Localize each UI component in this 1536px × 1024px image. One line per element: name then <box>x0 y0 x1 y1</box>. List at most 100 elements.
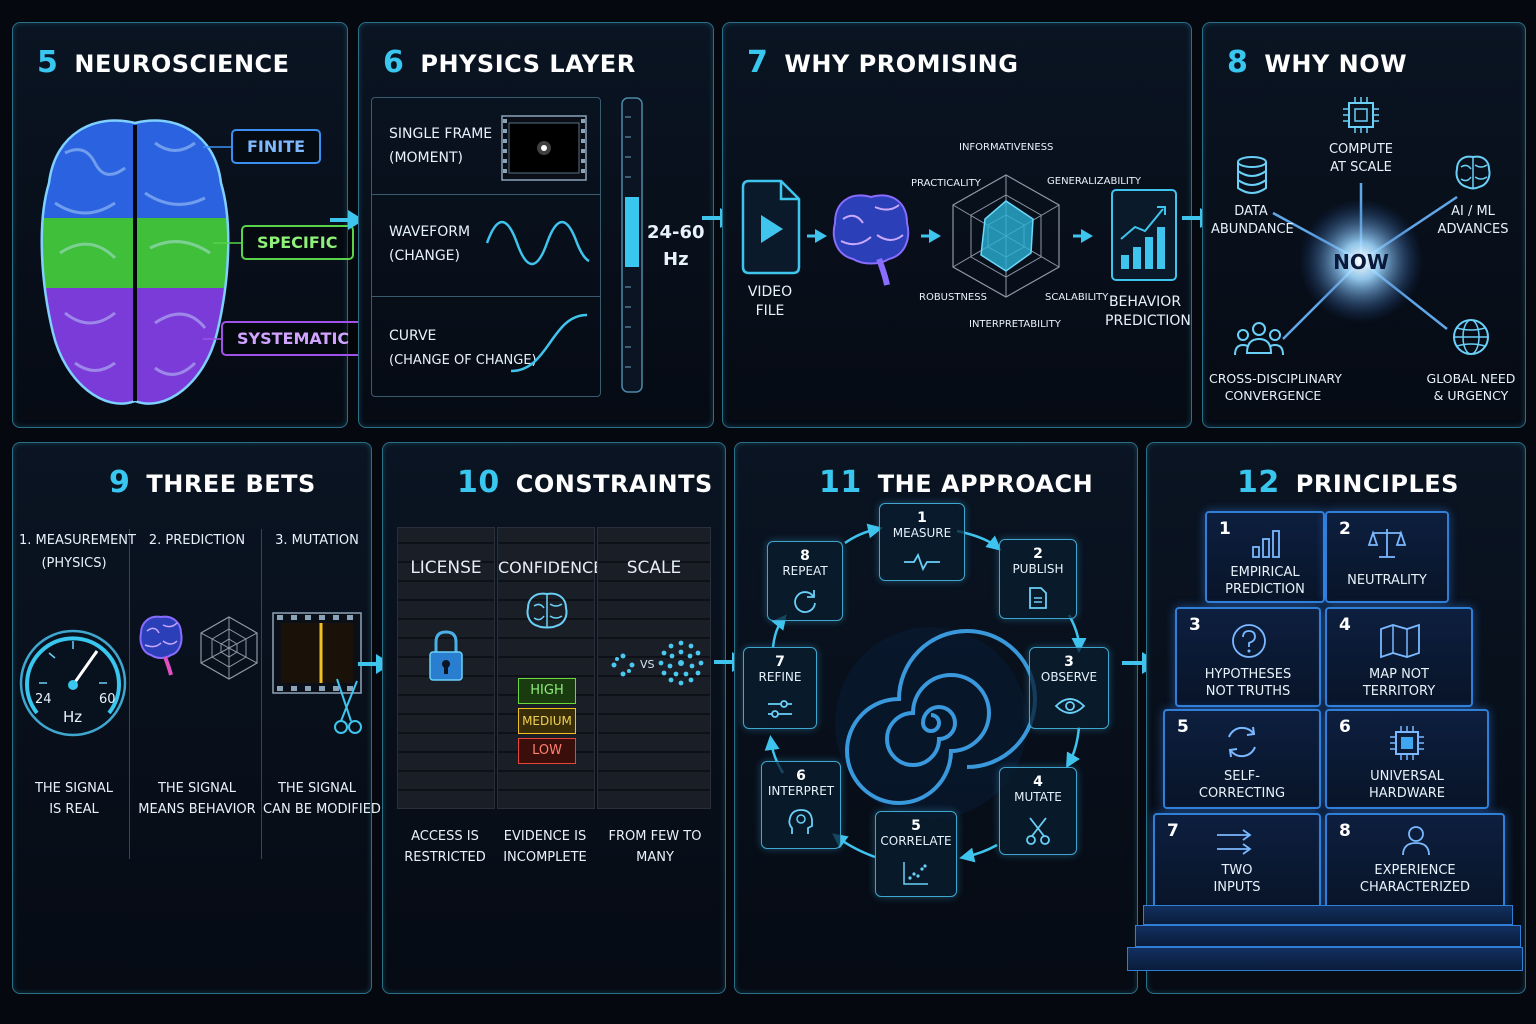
bet-2-header: 2. PREDICTION <box>133 529 261 552</box>
principle-number: 2 <box>1339 519 1351 539</box>
row-waveform-label: WAVEFORM(CHANGE) <box>389 221 470 269</box>
scatter-icon <box>903 862 928 885</box>
c-f2: MANY <box>636 849 674 865</box>
radar-chart-icon <box>952 174 1060 298</box>
principle-label: NEUTRALITY <box>1327 573 1447 590</box>
tag-connectors <box>203 146 241 340</box>
convergence-rays <box>1272 183 1458 340</box>
row-title: CURVE <box>389 328 437 344</box>
bet-f2: MEANS BEHAVIOR <box>138 801 256 817</box>
step-label: CORRELATE <box>880 834 952 848</box>
p-l1: EMPIRICAL <box>1230 565 1300 580</box>
step-measure: 1 MEASURE <box>879 503 965 581</box>
stair-step <box>1135 925 1521 947</box>
p-l2: HARDWARE <box>1369 785 1445 801</box>
p-l1: SELF- <box>1224 769 1260 784</box>
bet-f1: THE SIGNAL <box>157 781 237 796</box>
out-l2: PREDICTION <box>1105 312 1191 329</box>
p-l2: TERRITORY <box>1362 683 1436 699</box>
head-brain-icon <box>788 809 813 834</box>
brain-layered-icon <box>40 119 230 405</box>
step-label: OBSERVE <box>1040 670 1098 684</box>
step-label: PUBLISH <box>1012 562 1064 576</box>
node-global-label: GLOBAL NEED& URGENCY <box>1425 371 1517 405</box>
sliders-icon <box>768 700 792 718</box>
level-low: LOW <box>518 738 576 764</box>
node-l1: DATA <box>1234 204 1268 219</box>
step-number: 7 <box>775 654 785 670</box>
panel-number: 5 <box>37 45 59 80</box>
bet-3-header: 3. MUTATION <box>263 529 371 552</box>
step-publish: 2 PUBLISH <box>999 539 1077 619</box>
people-icon <box>1234 322 1284 356</box>
spiral-icon <box>835 627 1037 819</box>
p-l2: CORRECTING <box>1198 785 1286 801</box>
cycle-icon <box>1228 726 1256 758</box>
bet-h2: (PHYSICS) <box>41 556 107 572</box>
panel-title-text: NEUROSCIENCE <box>74 50 290 78</box>
video-l1: VIDEO <box>747 284 793 300</box>
bet-2-footer: THE SIGNAL MEANS BEHAVIOR <box>133 779 261 821</box>
level-high: HIGH <box>518 678 576 704</box>
c-f2: RESTRICTED <box>404 849 486 865</box>
bet-1-header: 1. MEASUREMENT(PHYSICS) <box>19 529 136 576</box>
step-correlate: 5 CORRELATE <box>875 811 957 897</box>
frequency-bar-icon <box>621 97 643 393</box>
out-l1: BEHAVIOR <box>1108 294 1182 310</box>
rate-unit: Hz <box>663 249 689 270</box>
arrow-right-icon <box>330 210 364 230</box>
p-l1: NEUTRALITY <box>1347 573 1427 588</box>
question-icon <box>1232 624 1266 658</box>
scissors-icon <box>1026 817 1050 845</box>
wall-confidence: CONFIDENCE HIGH MEDIUM LOW <box>497 527 604 809</box>
gauge-min: 24 <box>35 692 52 707</box>
wall-label: CONFIDENCE <box>498 558 604 577</box>
gauge-unit: Hz <box>63 708 83 726</box>
arrow-right-icon <box>921 229 941 243</box>
column-divider <box>129 529 130 859</box>
c-f1: EVIDENCE IS <box>503 829 587 844</box>
step-interpret: 6 INTERPRET <box>761 761 841 849</box>
few-dots-icon <box>611 653 635 677</box>
radar-label-informativeness: INFORMATIVENESS <box>959 142 1054 153</box>
step-refine: 7 REFINE <box>743 647 817 729</box>
node-l1: CROSS-DISCIPLINARY <box>1209 371 1342 386</box>
p-l1: TWO <box>1221 863 1253 878</box>
panel-title-text: THE APPROACH <box>877 470 1094 498</box>
curve-icon <box>510 313 588 373</box>
node-l2: AT SCALE <box>1330 159 1392 175</box>
p-l1: UNIVERSAL <box>1370 769 1444 784</box>
panel-title-text: PRINCIPLES <box>1295 470 1459 498</box>
c-f2: INCOMPLETE <box>503 849 587 865</box>
wall-label: SCALE <box>626 558 682 578</box>
gauge-max: 60 <box>99 692 116 707</box>
growth-chart-icon <box>1111 189 1177 281</box>
constraint-2-footer: EVIDENCE IS INCOMPLETE <box>493 827 597 869</box>
bet-f2: IS REAL <box>49 801 99 817</box>
row-title: SINGLE FRAME <box>389 126 493 142</box>
row-frame-label: SINGLE FRAME(MOMENT) <box>389 123 492 171</box>
pulse-icon <box>904 552 940 572</box>
document-icon <box>1029 587 1047 609</box>
panel-title-text: WHY NOW <box>1264 50 1408 78</box>
brain-icon <box>526 592 568 629</box>
node-l1: AI / ML <box>1451 204 1495 219</box>
